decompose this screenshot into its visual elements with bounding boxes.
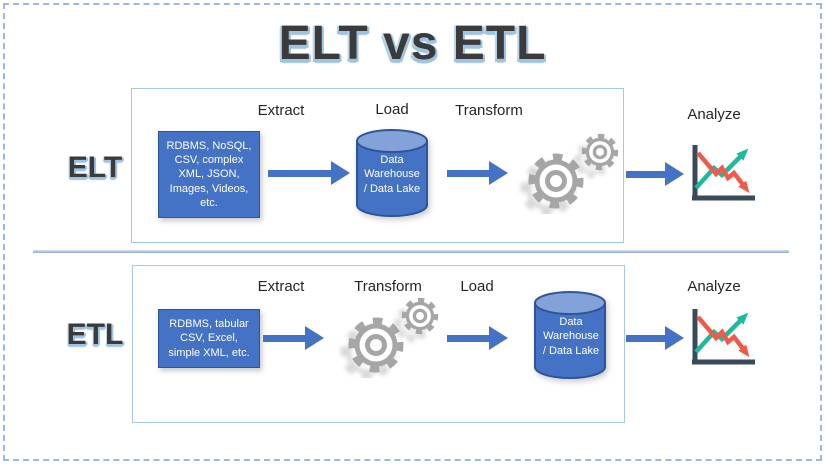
page-title: ELT vs ETL [278,17,547,70]
right-arrow-icon [626,326,684,350]
warehouse-label: Data Warehouse / Data Lake [363,154,421,195]
gears-icon [510,126,622,214]
arrow-head [305,326,324,350]
row-label-elt: ELT [67,151,123,184]
arrow-shaft [626,334,665,342]
arrow-shaft [268,169,331,177]
elt-source-box: RDBMS, NoSQL, CSV, complex XML, JSON, Im… [158,131,260,218]
gears-icon [330,290,442,378]
elt-warehouse-cylinder: Data Warehouse / Data Lake [354,127,430,220]
elt-step-load-label: Load [375,101,409,118]
arrow-head [331,161,350,185]
etl-warehouse-cylinder: Data Warehouse / Data Lake [532,289,610,380]
arrow-head [665,326,684,350]
right-arrow-icon [263,326,324,350]
elt-step-extract-label: Extract [257,102,305,119]
etl-step-transform-label: Transform [354,278,422,295]
elt-panel [131,88,624,243]
right-arrow-icon [447,326,508,350]
line-chart-icon [686,141,758,205]
elt-step-analyze-label: Analyze [687,106,741,123]
etl-source-box: RDBMS, tabular CSV, Excel, simple XML, e… [158,309,260,368]
elt-step-transform-label: Transform [455,102,523,119]
etl-step-analyze-label: Analyze [687,278,741,295]
warehouse-label: Data Warehouse / Data Lake [542,316,600,357]
etl-panel [132,265,625,423]
arrow-head [665,162,684,186]
right-arrow-icon [447,161,508,185]
row-divider [33,250,789,253]
arrow-head [489,326,508,350]
arrow-head [489,161,508,185]
arrow-shaft [263,334,305,342]
right-arrow-icon [268,161,350,185]
line-chart-icon [686,305,758,369]
arrow-shaft [447,169,489,177]
row-label-etl: ETL [66,318,124,351]
arrow-shaft [447,334,489,342]
etl-step-extract-label: Extract [257,278,305,295]
right-arrow-icon [626,162,684,186]
arrow-shaft [626,170,665,178]
etl-step-load-label: Load [460,278,494,295]
